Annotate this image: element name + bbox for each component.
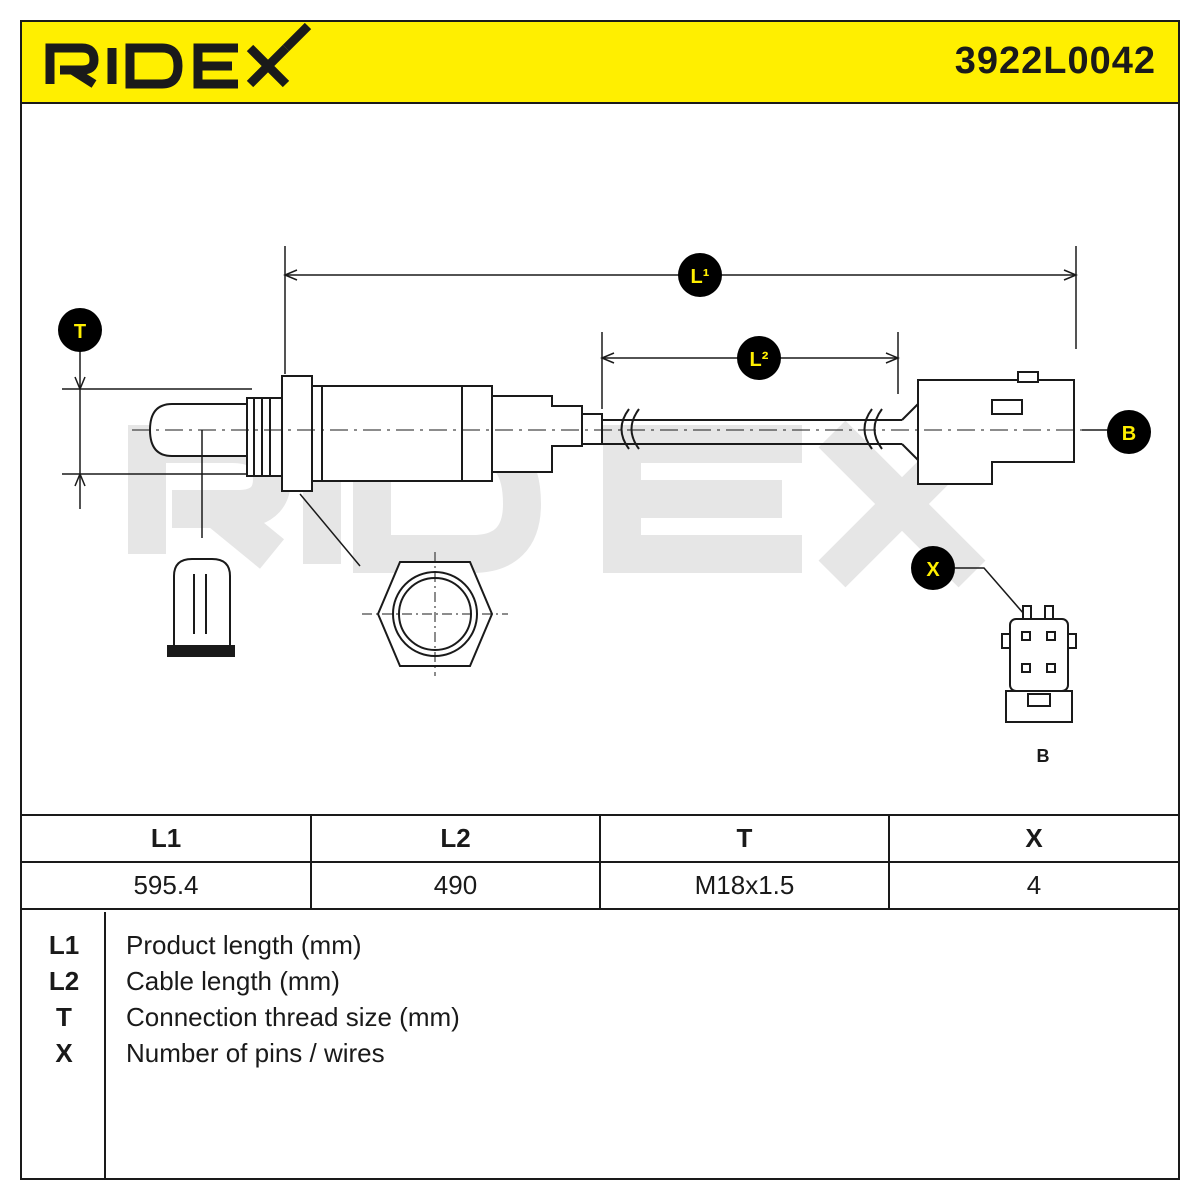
- legend-desc: Product length (mm): [126, 930, 362, 960]
- legend-desc: Number of pins / wires: [126, 1038, 385, 1068]
- svg-text:L²: L²: [750, 349, 769, 371]
- legend-desc: Cable length (mm): [126, 966, 340, 996]
- svg-text:X: X: [926, 559, 940, 581]
- legend-divider: [104, 912, 106, 1178]
- hex-nut-detail: [362, 552, 508, 676]
- connector-face: [1001, 605, 1077, 723]
- legend: L1 Product length (mm) L2 Cable length (…: [22, 912, 1178, 1178]
- spec-header-row: L1 L2 T X: [22, 814, 1178, 863]
- legend-key: T: [56, 1002, 72, 1032]
- svg-text:B: B: [1122, 423, 1136, 445]
- sensor-body: [148, 371, 1075, 492]
- spec-value-l1: 595.4: [22, 861, 312, 910]
- oxygen-sensor-drawing: L¹ L²: [58, 246, 1151, 766]
- connector-label: B: [1037, 746, 1050, 766]
- legend-key: L2: [48, 966, 80, 996]
- technical-sheet: 3922L0042 L¹: [20, 20, 1180, 1180]
- legend-key: L1: [48, 930, 80, 960]
- callout-x: X: [911, 546, 1025, 615]
- callout-t: T: [58, 308, 102, 352]
- leader-lines: [201, 430, 361, 567]
- spec-value-t: M18x1.5: [599, 861, 890, 910]
- header-bar: 3922L0042: [22, 22, 1178, 104]
- part-number: 3922L0042: [954, 40, 1156, 82]
- legend-key: X: [55, 1038, 73, 1068]
- legend-row: L2 Cable length (mm): [22, 966, 1122, 1002]
- dimension-t: [62, 336, 272, 509]
- ridex-logo: [45, 22, 312, 89]
- spec-value-row: 595.4 490 M18x1.5 4: [22, 861, 1178, 910]
- svg-text:T: T: [74, 321, 86, 343]
- spec-header-t: T: [599, 814, 890, 863]
- tip-detail: [167, 558, 235, 657]
- spec-value-x: 4: [888, 861, 1178, 910]
- svg-text:L¹: L¹: [691, 266, 710, 288]
- legend-desc: Connection thread size (mm): [126, 1002, 460, 1032]
- legend-row: T Connection thread size (mm): [22, 1002, 1122, 1038]
- product-drawing: L¹ L²: [22, 104, 1178, 814]
- spec-header-x: X: [888, 814, 1178, 863]
- legend-row: L1 Product length (mm): [22, 930, 1122, 966]
- spec-value-l2: 490: [310, 861, 601, 910]
- legend-row: X Number of pins / wires: [22, 1038, 1122, 1074]
- spec-header-l1: L1: [22, 814, 312, 863]
- callout-l1: L¹: [678, 253, 722, 297]
- callout-b: B: [1082, 410, 1151, 454]
- callout-l2: L²: [737, 336, 781, 380]
- spec-table: L1 L2 T X 595.4 490 M18x1.5 4: [22, 814, 1178, 910]
- spec-header-l2: L2: [310, 814, 601, 863]
